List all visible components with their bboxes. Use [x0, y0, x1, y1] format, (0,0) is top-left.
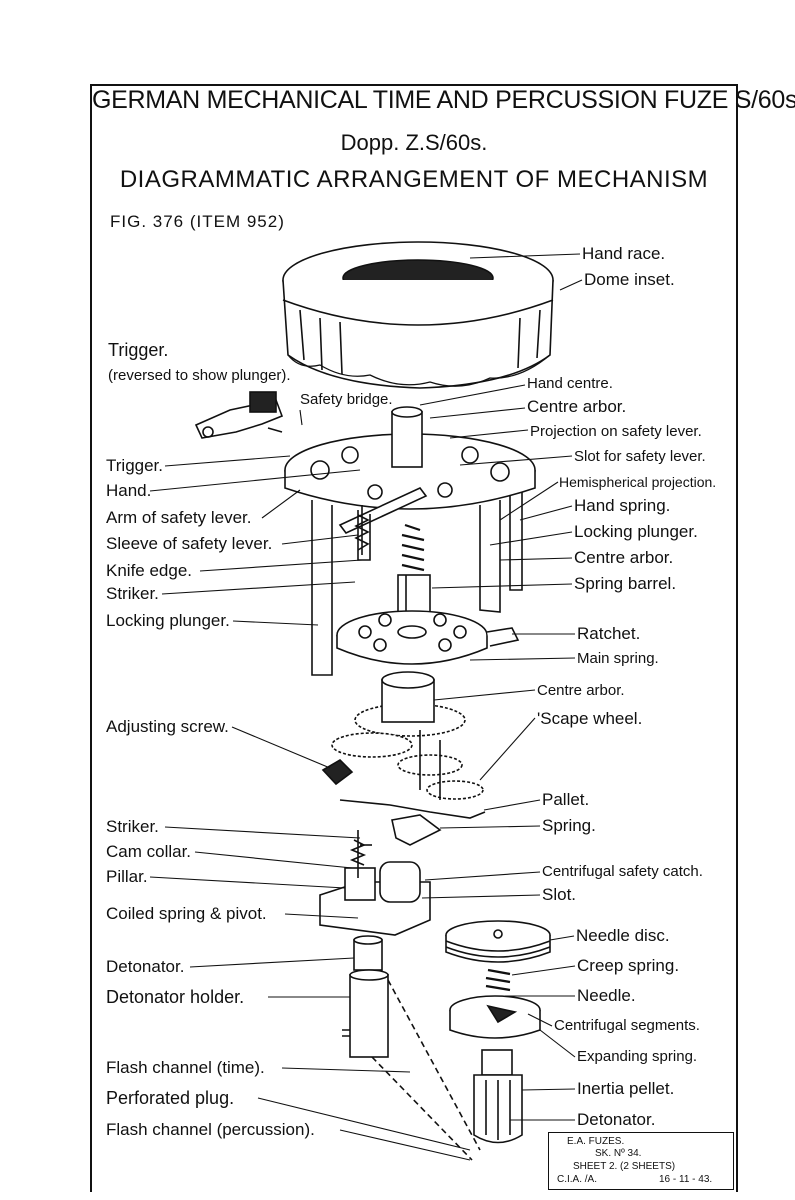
label-centre-arbor-2: Centre arbor.	[574, 548, 674, 567]
label-inertia-pellet: Inertia pellet.	[577, 1079, 675, 1098]
title-line-1: GERMAN MECHANICAL TIME AND PERCUSSION FU…	[92, 86, 795, 114]
percussion-stack-part	[445, 920, 551, 1144]
detonator-holder-part	[342, 935, 481, 1161]
label-knife-edge: Knife edge.	[106, 561, 193, 580]
label-hemispherical-projection: Hemispherical projection.	[559, 474, 717, 490]
label-pillar: Pillar.	[106, 867, 148, 886]
label-coiled-spring-pivot: Coiled spring & pivot.	[106, 904, 267, 923]
label-scape-wheel: 'Scape wheel.	[537, 709, 643, 728]
label-detonator-holder: Detonator holder.	[106, 987, 245, 1007]
label-flash-channel-percussion: Flash channel (percussion).	[106, 1120, 315, 1139]
label-hand: Hand.	[106, 481, 152, 500]
leader-lines	[149, 253, 583, 1161]
figure-number: FIG. 376 (ITEM 952)	[110, 212, 285, 231]
label-adjusting-screw: Adjusting screw.	[106, 717, 229, 736]
label-sleeve-safety-lever: Sleeve of safety lever.	[106, 534, 273, 553]
label-striker-lower: Striker.	[106, 817, 159, 836]
label-pallet: Pallet.	[542, 790, 590, 809]
label-expanding-spring: Expanding spring.	[577, 1048, 698, 1065]
label-needle-disc: Needle disc.	[576, 926, 670, 945]
dome-part	[282, 241, 554, 389]
title-block-stamp: E.A. FUZES. SK. Nº 34. SHEET 2. (2 SHEET…	[548, 1132, 734, 1190]
label-safety-bridge: Safety bridge.	[300, 391, 393, 408]
gear-train-part	[321, 671, 486, 846]
stamp-line-1: E.A. FUZES.	[567, 1136, 625, 1147]
label-centre-arbor-3: Centre arbor.	[537, 682, 625, 699]
label-arm-safety-lever: Arm of safety lever.	[106, 508, 252, 527]
label-trigger: Trigger.	[106, 456, 164, 475]
stamp-line-4a: C.I.A. /A.	[557, 1174, 598, 1185]
title-line-2: Dopp. Z.S/60s.	[340, 130, 488, 155]
label-detonator-left: Detonator.	[106, 957, 185, 976]
spring-barrel-part	[397, 523, 431, 626]
label-slot-safety-lever: Slot for safety lever.	[574, 448, 706, 465]
label-ratchet: Ratchet.	[577, 624, 641, 643]
label-centre-arbor-1: Centre arbor.	[527, 397, 627, 416]
label-hand-race: Hand race.	[582, 244, 666, 263]
label-trigger-top: Trigger.	[108, 340, 169, 360]
label-centrifugal-safety-catch: Centrifugal safety catch.	[542, 863, 703, 880]
label-hand-centre: Hand centre.	[527, 375, 613, 392]
label-creep-spring: Creep spring.	[577, 956, 680, 975]
label-spring-barrel: Spring barrel.	[574, 574, 677, 593]
label-hand-spring: Hand spring.	[574, 496, 671, 515]
label-main-spring: Main spring.	[577, 650, 659, 667]
title-line-3: DIAGRAMMATIC ARRANGEMENT OF MECHANISM	[119, 166, 709, 193]
label-striker-upper: Striker.	[106, 584, 159, 603]
label-locking-plunger-left: Locking plunger.	[106, 611, 230, 630]
sheet-frame	[90, 84, 738, 1192]
label-flash-channel-time: Flash channel (time).	[106, 1058, 265, 1077]
stamp-line-3: SHEET 2. (2 SHEETS)	[573, 1161, 676, 1172]
label-detonator-right: Detonator.	[577, 1110, 656, 1129]
ratchet-plate-part	[336, 610, 520, 665]
stamp-line-2: SK. Nº 34.	[595, 1148, 642, 1159]
stamp-line-4b: 16 - 11 - 43.	[659, 1174, 713, 1185]
label-projection-safety-lever: Projection on safety lever.	[530, 423, 702, 440]
centrifugal-block-part	[319, 830, 431, 936]
label-locking-plunger-right: Locking plunger.	[574, 522, 698, 541]
label-perforated-plug: Perforated plug.	[106, 1088, 235, 1108]
label-centrifugal-segments: Centrifugal segments.	[554, 1017, 700, 1034]
label-needle: Needle.	[577, 986, 636, 1005]
label-slot: Slot.	[542, 885, 577, 904]
label-trigger-note: (reversed to show plunger).	[108, 367, 291, 384]
label-dome-inset: Dome inset.	[584, 270, 675, 289]
label-spring: Spring.	[542, 816, 596, 835]
trigger-part	[194, 391, 284, 439]
label-cam-collar: Cam collar.	[106, 842, 192, 861]
